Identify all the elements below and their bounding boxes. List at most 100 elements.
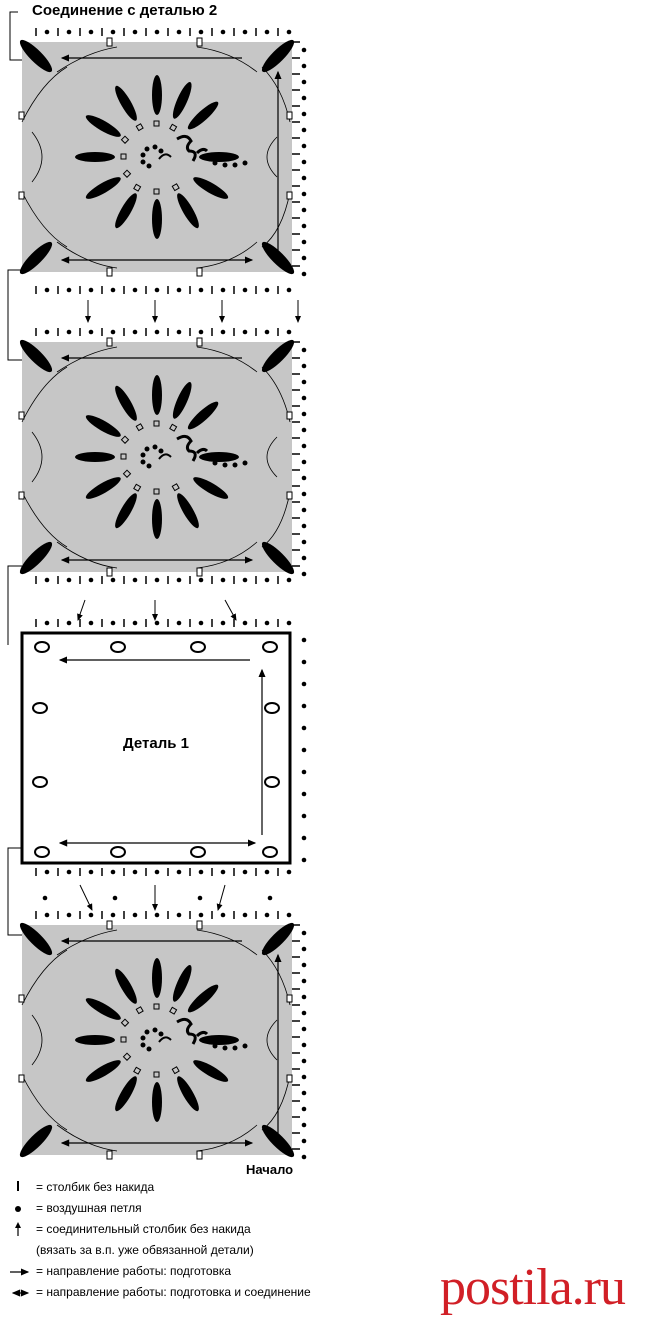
chain-stitch: [154, 287, 160, 293]
chain-stitch: [110, 577, 116, 583]
legend-item: = соединительный столбик без накида: [10, 1219, 350, 1240]
detail1-label: Деталь 1: [123, 735, 189, 752]
chain-stitch: [301, 962, 307, 968]
chain-stitch: [176, 912, 182, 918]
arrow-icon: [10, 1268, 30, 1276]
legend-text: = направление работы: подготовка: [36, 1264, 232, 1278]
chain-stitch: [88, 912, 94, 918]
chain-stitch: [176, 577, 182, 583]
chain-stitch: [264, 287, 270, 293]
chain-stitch: [132, 29, 138, 35]
chain-stitch: [154, 869, 160, 875]
chain-stitch: [286, 287, 292, 293]
chain-stitch: [66, 287, 72, 293]
chain-stitch: [132, 577, 138, 583]
chain-stitch: [66, 329, 72, 335]
single-crochet-icon: [17, 1181, 19, 1191]
chain-stitch: [301, 539, 307, 545]
legend-item: = направление работы: подготовка: [10, 1261, 350, 1282]
chain-stitch: [88, 869, 94, 875]
chain-stitch: [286, 329, 292, 335]
chain-stitch: [301, 207, 307, 213]
chain-stitch: [198, 620, 204, 626]
slip-stitch-icon: [15, 1222, 21, 1236]
chain-stitch: [220, 577, 226, 583]
chain-stitch-icon: [15, 1206, 21, 1212]
chain-stitch: [301, 347, 307, 353]
chain-stitch: [301, 555, 307, 561]
chain-stitch: [66, 577, 72, 583]
chain-stitch: [176, 287, 182, 293]
chain-stitch: [264, 620, 270, 626]
chain-stitch: [286, 912, 292, 918]
chain-stitch: [301, 459, 307, 465]
chain-stitch: [198, 577, 204, 583]
chain-stitch: [176, 29, 182, 35]
chain-stitch: [301, 491, 307, 497]
watermark-logo: postila.ru: [440, 1259, 626, 1316]
chain-stitch: [301, 571, 307, 577]
chain-stitch: [132, 329, 138, 335]
chain-stitch: [176, 869, 182, 875]
chain-stitch: [44, 329, 50, 335]
chain-stitch: [66, 620, 72, 626]
chain-stitch: [176, 620, 182, 626]
chain-stitch: [242, 912, 248, 918]
chain-stitch: [88, 620, 94, 626]
chain-stitch: [88, 29, 94, 35]
chain-stitch: [301, 994, 307, 1000]
chain-stitch: [301, 703, 307, 709]
chain-stitch: [44, 577, 50, 583]
chain-stitch: [301, 835, 307, 841]
chain-stitch: [301, 47, 307, 53]
chain-stitch: [132, 620, 138, 626]
chain-stitch: [220, 869, 226, 875]
chain-stitch: [154, 29, 160, 35]
chain-stitch: [301, 1122, 307, 1128]
chain-stitch: [286, 869, 292, 875]
motif-2: [16, 336, 298, 578]
chain-stitch: [301, 523, 307, 529]
legend-item: (вязать за в.п. уже обвязанной детали): [10, 1240, 350, 1261]
chain-stitch: [301, 239, 307, 245]
chain-stitch: [301, 1154, 307, 1160]
motif-3: [16, 919, 298, 1161]
chain-stitch: [301, 443, 307, 449]
chain-stitch: [301, 363, 307, 369]
chain-stitch: [301, 637, 307, 643]
chain-stitch: [242, 577, 248, 583]
chain-stitch: [42, 895, 48, 901]
chain-stitch: [44, 869, 50, 875]
legend-text: = воздушная петля: [36, 1201, 142, 1215]
chain-stitch: [198, 912, 204, 918]
chain-stitch: [88, 329, 94, 335]
chain-stitch: [301, 791, 307, 797]
chain-stitch: [88, 287, 94, 293]
chain-stitch: [264, 912, 270, 918]
legend-text: = соединительный столбик без накида: [36, 1222, 251, 1236]
chain-stitch: [301, 271, 307, 277]
chain-stitch: [242, 329, 248, 335]
chain-stitch: [301, 1074, 307, 1080]
chain-stitch: [301, 681, 307, 687]
legend-note: (вязать за в.п. уже обвязанной детали): [36, 1243, 254, 1257]
legend: = столбик без накида = воздушная петля =…: [10, 1177, 350, 1303]
chain-stitch: [220, 912, 226, 918]
chain-stitch: [301, 813, 307, 819]
chain-stitch: [242, 287, 248, 293]
chain-stitch: [301, 159, 307, 165]
chain-stitch: [132, 869, 138, 875]
chain-stitch: [44, 287, 50, 293]
chain-stitch: [301, 223, 307, 229]
start-label: Начало: [246, 1162, 294, 1177]
legend-item: = столбик без накида: [10, 1177, 350, 1198]
chain-stitch: [198, 29, 204, 35]
chain-stitch: [301, 1090, 307, 1096]
chain-stitch: [88, 577, 94, 583]
chain-stitch: [198, 329, 204, 335]
chain-stitch: [242, 29, 248, 35]
chain-stitch: [110, 620, 116, 626]
chain-stitch: [220, 620, 226, 626]
chain-stitch: [264, 577, 270, 583]
legend-item: = направление работы: подготовка и соеди…: [10, 1282, 350, 1303]
